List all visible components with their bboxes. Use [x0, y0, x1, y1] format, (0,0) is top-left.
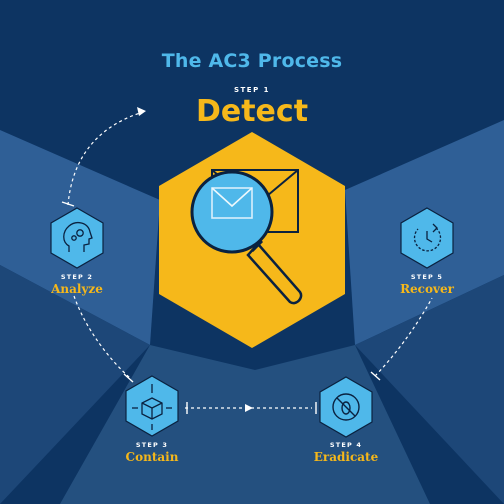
cycle-arrows	[67, 112, 433, 409]
arrow-ticks	[61, 201, 381, 414]
right-lower-facet	[355, 275, 504, 504]
detect-step-label: Detect	[195, 94, 309, 129]
analyze-step-kicker: STEP 2	[60, 273, 94, 281]
detect-step-kicker: STEP 1	[233, 86, 271, 94]
bug-prohibited-icon	[332, 393, 360, 421]
recover-step-label: Recover	[400, 282, 454, 296]
eradicate-step-label: Eradicate	[313, 450, 379, 464]
tick-analyze	[61, 201, 75, 207]
left-lower-facet	[0, 265, 150, 504]
clock-refresh-icon	[413, 223, 442, 252]
recover-hexagon	[400, 207, 454, 269]
head-gears-icon	[63, 221, 93, 252]
arrowhead-eradicate	[245, 404, 253, 412]
eradicate-hexagon	[319, 376, 373, 438]
envelope-magnifier-icon	[190, 169, 303, 305]
arrow-heads	[137, 107, 253, 412]
tick-contain-top	[123, 373, 134, 383]
contain-step-label: Contain	[125, 450, 179, 464]
contain-hexagon	[125, 375, 179, 437]
contain-step-kicker: STEP 3	[135, 441, 169, 449]
analyze-step-label: Analyze	[51, 282, 103, 296]
tick-eradicate-top	[370, 371, 381, 381]
eradicate-step-kicker: STEP 4	[329, 441, 363, 449]
detect-hexagon	[159, 132, 345, 348]
cube-compress-icon	[132, 384, 172, 430]
arrowhead-detect	[137, 107, 146, 116]
recover-step-kicker: STEP 5	[410, 273, 444, 281]
arrow-analyze-to-contain	[73, 295, 131, 379]
analyze-hexagon	[50, 207, 104, 269]
diagram-title: The AC3 Process	[161, 50, 343, 72]
arrow-analyze-to-detect	[67, 112, 141, 206]
